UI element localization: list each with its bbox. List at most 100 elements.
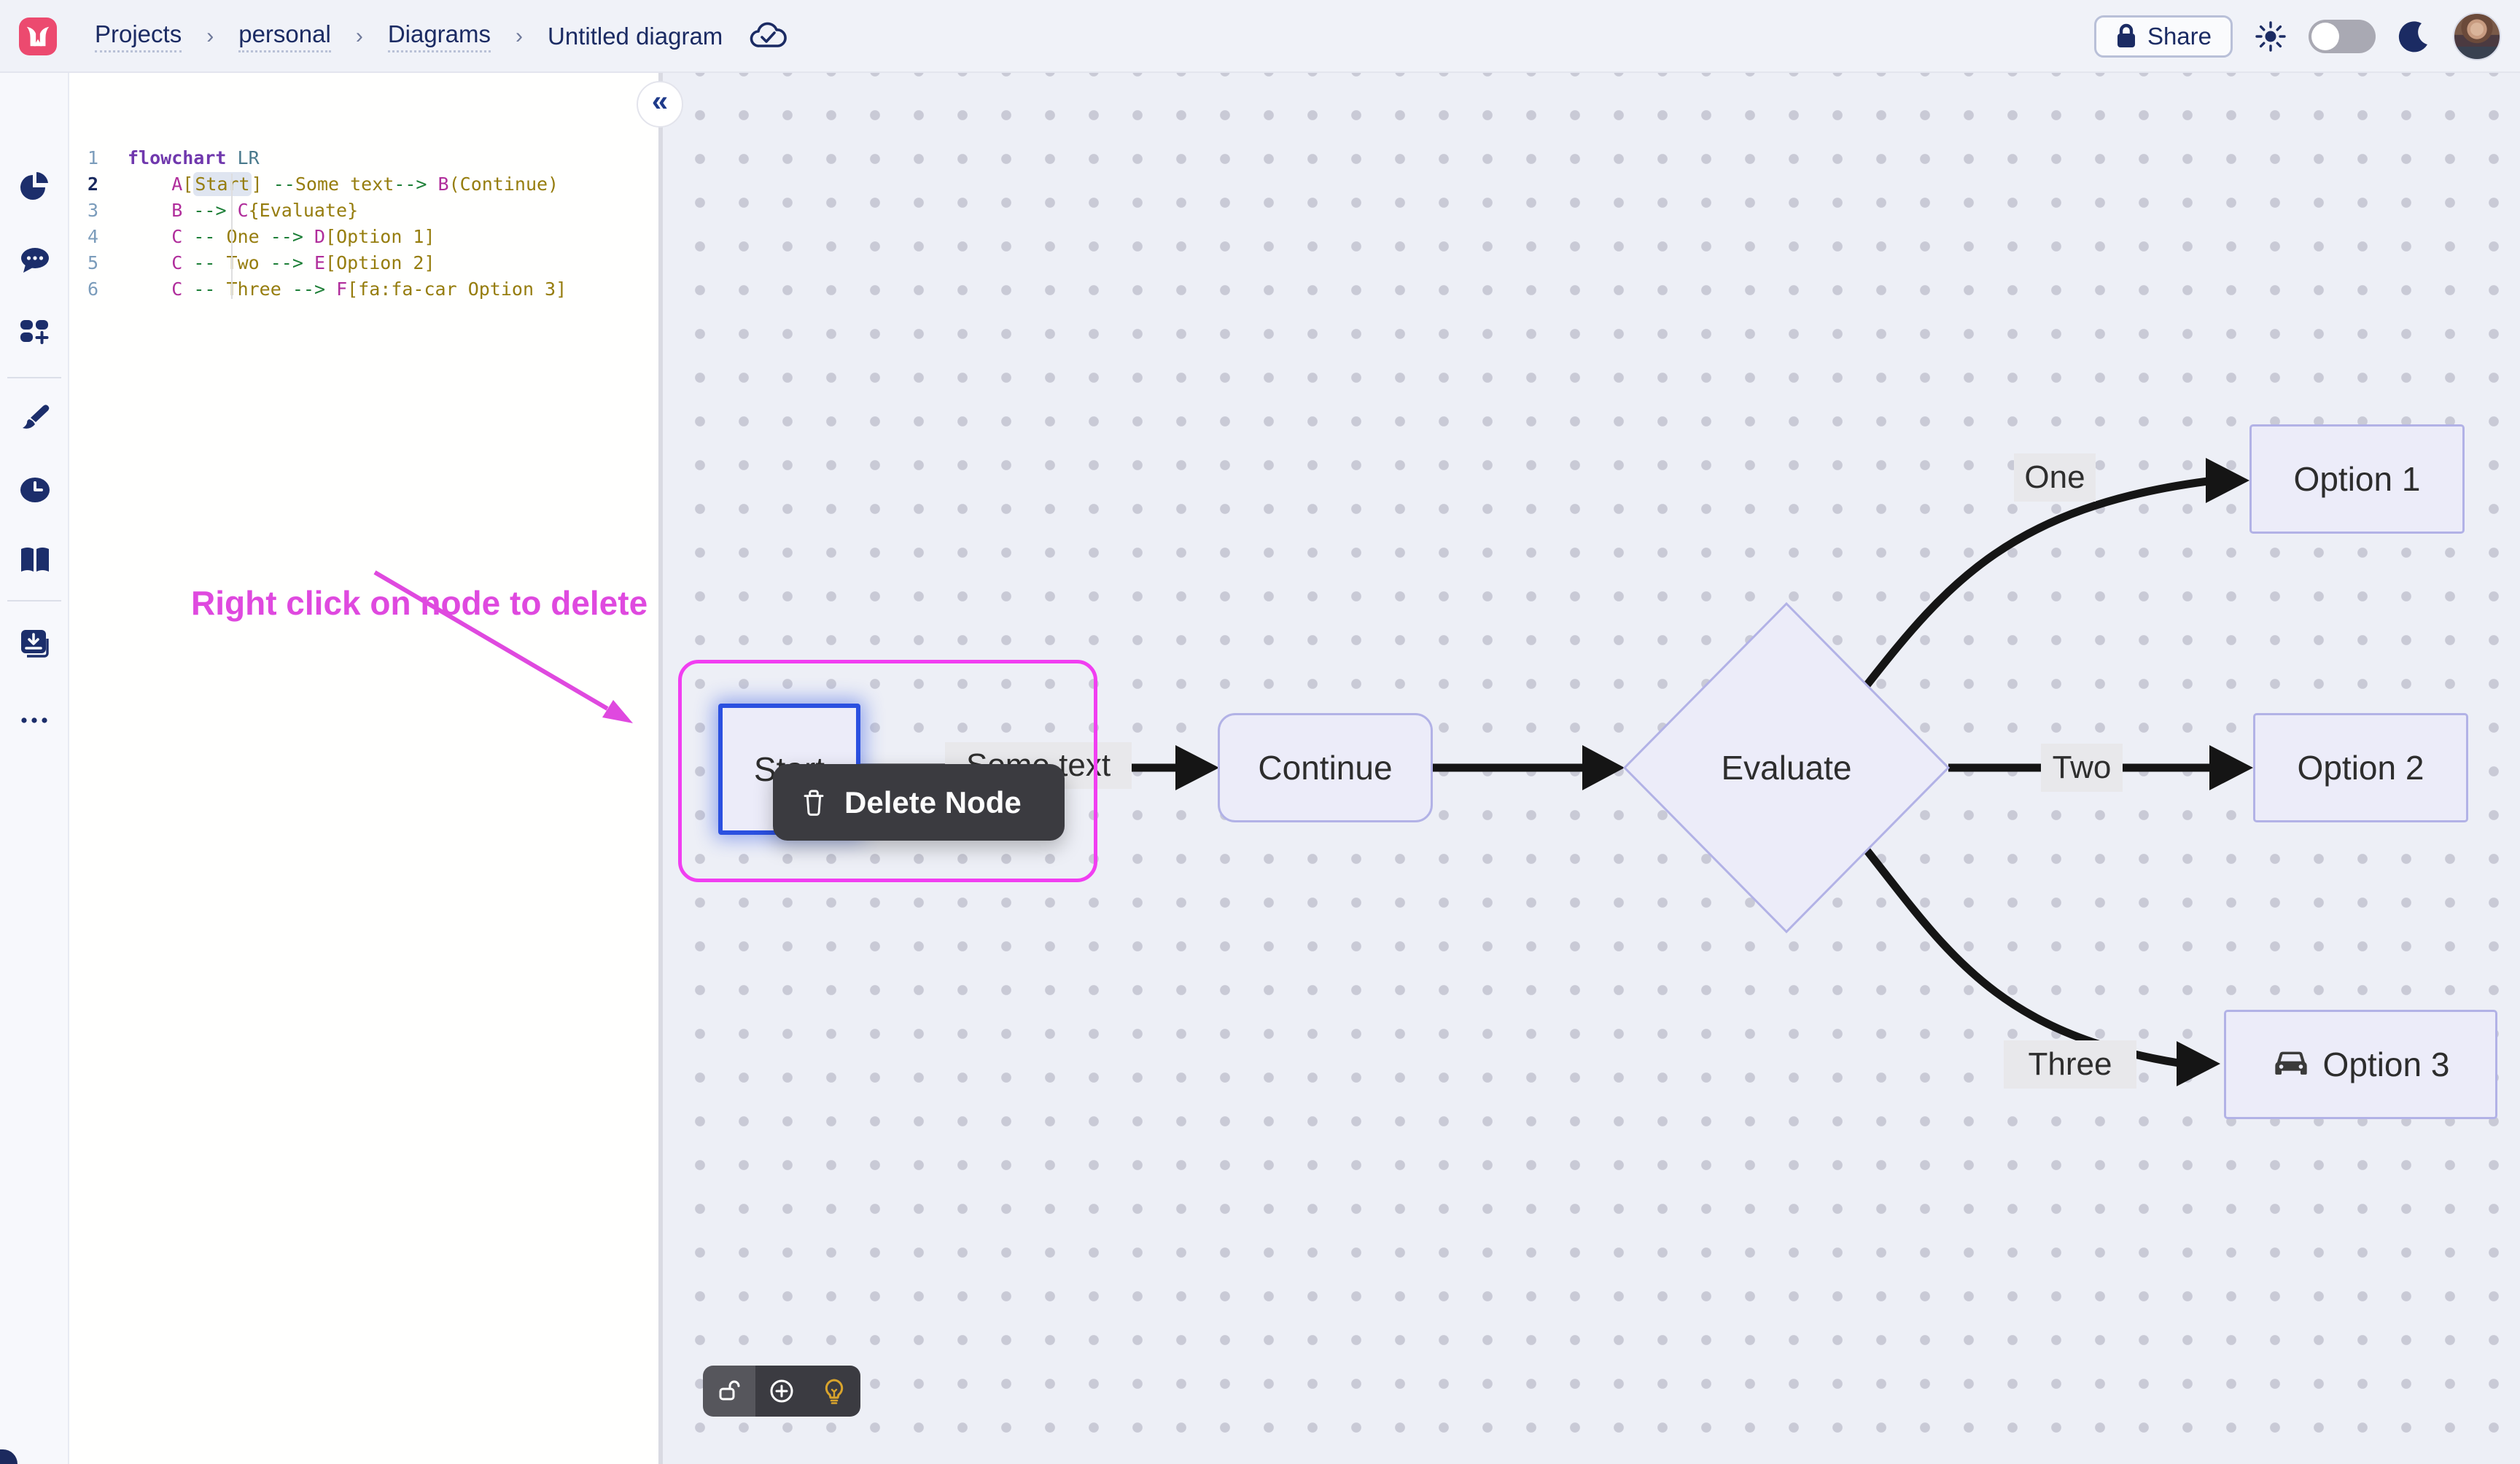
corner-wedge bbox=[0, 1449, 18, 1464]
edge-label-two: Two bbox=[2041, 744, 2123, 792]
code-line[interactable]: 5 C -- Two --> E[Option 2] bbox=[69, 249, 660, 276]
hint-button[interactable] bbox=[808, 1366, 860, 1417]
code-token bbox=[260, 226, 271, 247]
code-token: -- bbox=[193, 252, 216, 273]
code-token bbox=[303, 252, 314, 273]
code-token bbox=[281, 279, 292, 300]
code-token: (Continue) bbox=[448, 173, 559, 195]
breadcrumb-separator: › bbox=[355, 24, 363, 48]
panel-divider[interactable] bbox=[658, 73, 663, 1464]
code-token: -- bbox=[273, 173, 295, 195]
collapse-editor-button[interactable]: « bbox=[637, 81, 683, 128]
code-token: LR bbox=[237, 147, 260, 168]
code-token bbox=[215, 226, 226, 247]
code-token: flowchart bbox=[128, 147, 227, 168]
code-lines[interactable]: 1 flowchart LR 2 A[Start] --Some text--> B… bbox=[69, 144, 660, 302]
node-option3-label: Option 3 bbox=[2322, 1046, 2450, 1083]
sidebar-item-chat[interactable] bbox=[18, 245, 50, 277]
code-line[interactable]: 3 B --> C{Evaluate} bbox=[69, 197, 660, 223]
code-token: C bbox=[171, 252, 183, 273]
node-evaluate-label: Evaluate bbox=[1721, 749, 1852, 787]
code-token: Some text bbox=[295, 173, 394, 195]
breadcrumb: Projects › personal › Diagrams › Untitle… bbox=[95, 0, 788, 73]
code-line[interactable]: 1 flowchart LR bbox=[69, 144, 660, 171]
code-token: F bbox=[336, 278, 348, 300]
sidebar-item-templates[interactable] bbox=[18, 315, 50, 347]
node-continue[interactable]: Continue bbox=[1218, 713, 1433, 822]
breadcrumb-personal[interactable]: personal bbox=[238, 20, 331, 52]
code-line[interactable]: 2 A[Start] --Some text--> B(Continue) bbox=[69, 171, 660, 197]
sidebar-item-docs[interactable] bbox=[18, 545, 50, 577]
code-editor-panel[interactable]: 1 flowchart LR 2 A[Start] --Some text--> B… bbox=[69, 73, 660, 1464]
line-number: 1 bbox=[87, 147, 98, 168]
sidebar-item-more[interactable] bbox=[18, 704, 50, 736]
canvas-toolbar bbox=[703, 1366, 860, 1417]
moon-icon bbox=[2398, 21, 2427, 52]
lock-toggle-button[interactable] bbox=[703, 1366, 755, 1417]
code-token bbox=[215, 279, 226, 300]
node-option1[interactable]: Option 1 bbox=[2249, 424, 2465, 534]
ellipsis-icon bbox=[21, 717, 47, 723]
code-token: C bbox=[171, 225, 183, 247]
code-token bbox=[128, 252, 171, 273]
code-token: [Option 2] bbox=[325, 252, 435, 273]
left-sidebar bbox=[0, 73, 69, 1464]
share-button[interactable]: Share bbox=[2093, 15, 2233, 58]
code-token bbox=[182, 226, 193, 247]
code-token: B bbox=[171, 199, 183, 221]
code-token bbox=[182, 252, 193, 273]
code-token: D bbox=[314, 225, 326, 247]
paintbrush-icon bbox=[23, 405, 50, 429]
lightbulb-icon bbox=[825, 1379, 844, 1404]
mermaid-logo-glyph bbox=[26, 26, 50, 47]
top-bar: Projects › personal › Diagrams › Untitle… bbox=[0, 0, 2520, 73]
code-token: A bbox=[171, 173, 183, 195]
line-number: 6 bbox=[87, 278, 98, 300]
code-token bbox=[325, 279, 336, 300]
node-option3[interactable]: Option 3 bbox=[2224, 1010, 2497, 1119]
mermaid-logo[interactable] bbox=[19, 17, 57, 55]
breadcrumb-projects[interactable]: Projects bbox=[95, 20, 182, 52]
code-token: --> bbox=[270, 252, 303, 273]
edge-label-three: Three bbox=[2004, 1040, 2136, 1089]
breadcrumb-diagrams[interactable]: Diagrams bbox=[387, 20, 491, 52]
code-token: -- bbox=[193, 225, 216, 247]
code-token: Start bbox=[193, 171, 252, 196]
code-token bbox=[182, 200, 193, 221]
code-token: C bbox=[237, 199, 249, 221]
node-option2[interactable]: Option 2 bbox=[2253, 713, 2468, 822]
context-menu: Delete Node bbox=[773, 764, 1065, 841]
code-token bbox=[303, 226, 314, 247]
code-token: -- bbox=[193, 278, 216, 300]
code-token bbox=[215, 252, 226, 273]
unlock-icon bbox=[719, 1380, 740, 1401]
context-menu-delete-node[interactable]: Delete Node bbox=[844, 784, 1022, 819]
circle-plus-icon bbox=[770, 1379, 793, 1403]
breadcrumb-separator: › bbox=[516, 24, 524, 48]
cloud-check-icon bbox=[750, 22, 788, 47]
code-token: [fa:fa-car Option 3] bbox=[347, 278, 567, 300]
clock-icon bbox=[20, 478, 50, 502]
code-token bbox=[128, 226, 171, 247]
edge-label-one: One bbox=[2014, 453, 2096, 502]
code-token: [Option 1] bbox=[325, 225, 435, 247]
code-line[interactable]: 6 C -- Three --> F[fa:fa-car Option 3] bbox=[69, 276, 660, 302]
sidebar-item-history[interactable] bbox=[18, 475, 50, 507]
topbar-actions: Share bbox=[2093, 0, 2501, 73]
lock-icon bbox=[2117, 23, 2135, 47]
sidebar-item-theme[interactable] bbox=[18, 402, 50, 435]
code-token bbox=[226, 147, 237, 168]
code-line[interactable]: 4 C -- One --> D[Option 1] bbox=[69, 223, 660, 249]
code-token bbox=[260, 252, 271, 273]
line-number: 4 bbox=[87, 225, 98, 247]
code-token: --> bbox=[193, 199, 227, 221]
zoom-reset-button[interactable] bbox=[755, 1366, 808, 1417]
avatar[interactable] bbox=[2453, 12, 2501, 61]
pie-chart-icon bbox=[20, 172, 48, 200]
code-token: E bbox=[314, 252, 326, 273]
code-token: ] bbox=[251, 173, 262, 195]
sidebar-item-diagram[interactable] bbox=[18, 171, 50, 203]
sidebar-item-export[interactable] bbox=[18, 627, 50, 659]
theme-toggle[interactable] bbox=[2309, 20, 2376, 53]
line-number: 5 bbox=[87, 252, 98, 273]
